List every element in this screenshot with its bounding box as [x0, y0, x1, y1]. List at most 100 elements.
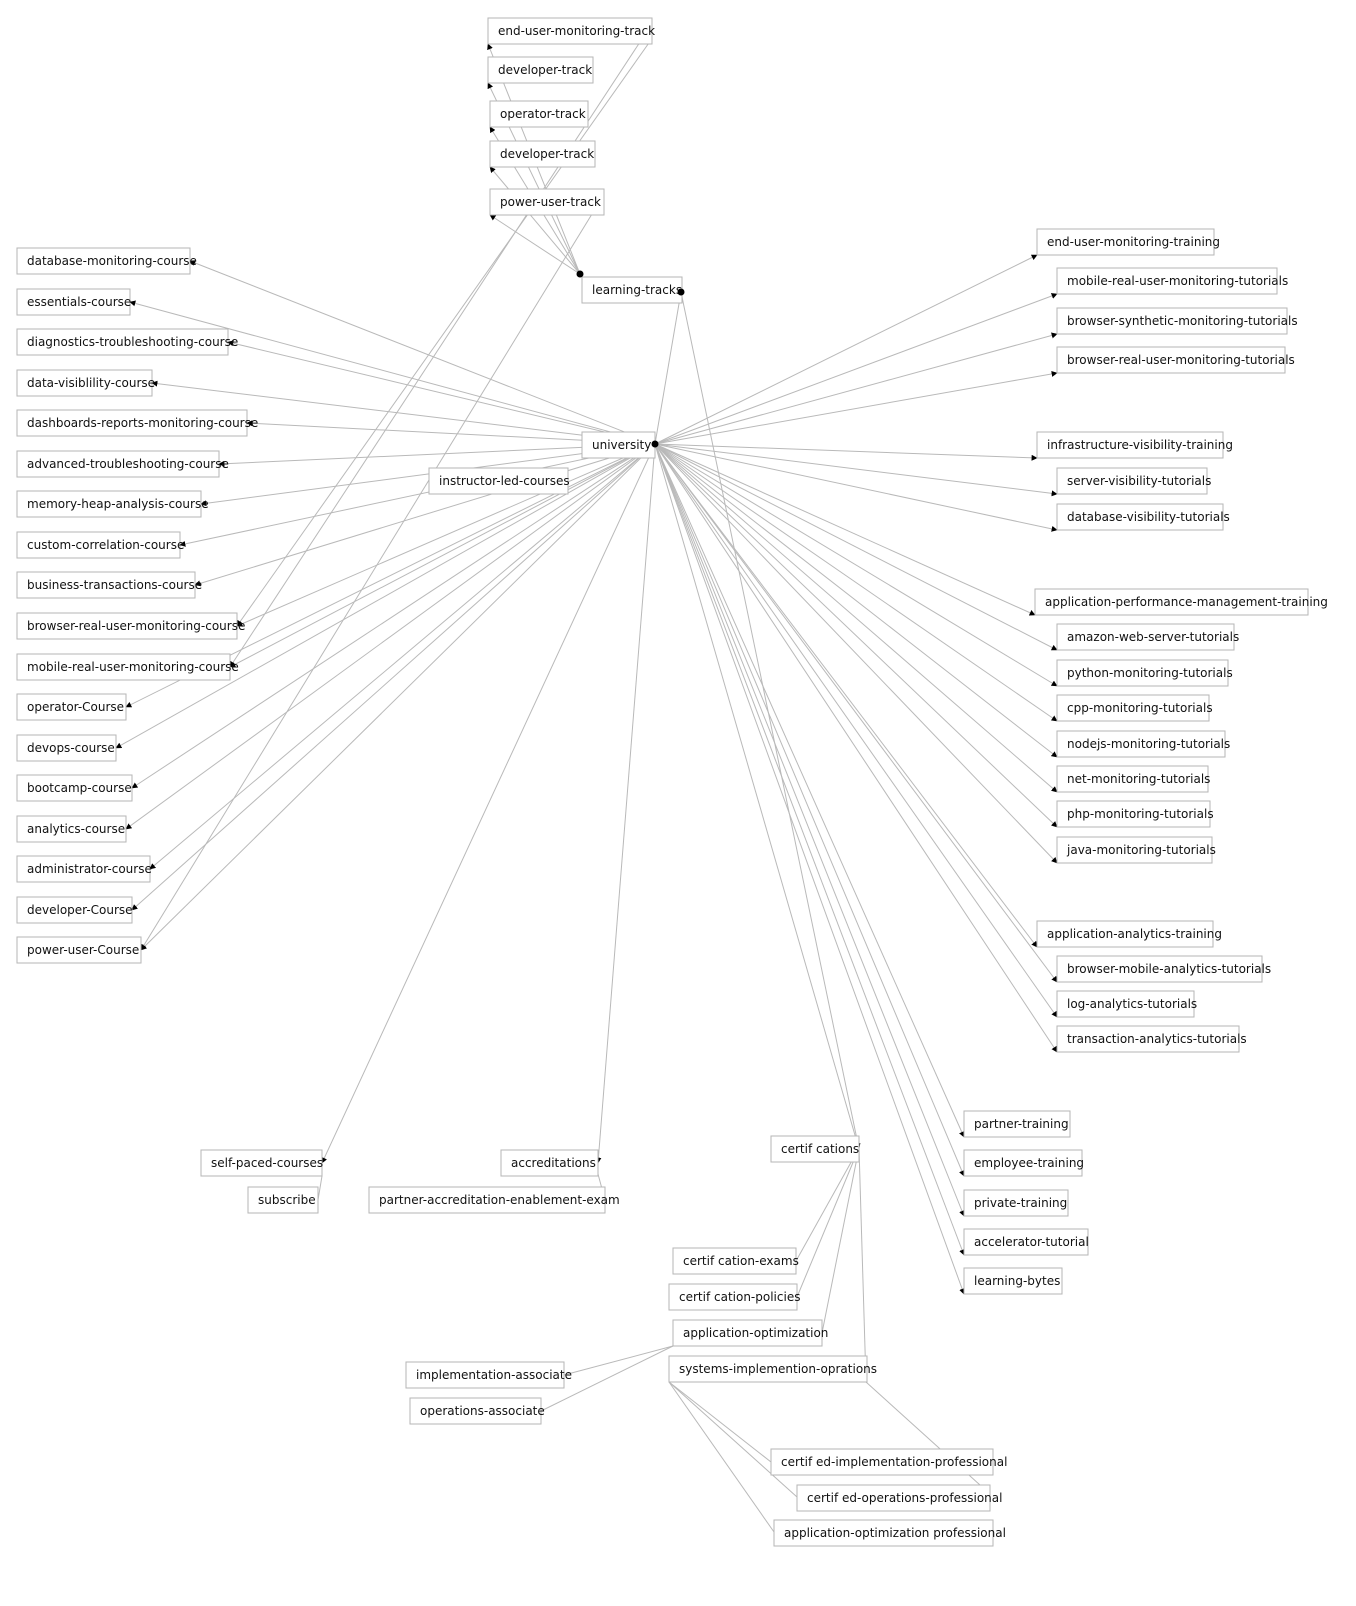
edge-line: [563, 1345, 674, 1376]
node-systems-implemention-oprations[interactable]: systems-implemention-oprations: [668, 1355, 877, 1383]
node-accreditations[interactable]: accreditations: [500, 1149, 599, 1177]
node-cpp-monitoring-tutorials[interactable]: cpp-monitoring-tutorials: [1056, 694, 1213, 722]
node-dashboards-reports-monitoring-course[interactable]: dashboards-reports-monitoring-course: [16, 409, 258, 437]
node-accelerator-tutorial[interactable]: accelerator-tutorial: [963, 1228, 1089, 1256]
node-learning-tracks[interactable]: learning-tracks: [581, 276, 683, 304]
node-mobile-real-user-monitoring-tutorials[interactable]: mobile-real-user-monitoring-tutorials: [1056, 267, 1288, 295]
node-memory-heap-analysis-course[interactable]: memory-heap-analysis-course: [16, 490, 209, 518]
node-developer-track-2[interactable]: developer-track: [489, 140, 596, 168]
node-label: employee-training: [974, 1156, 1084, 1170]
node-label: certif ed-implementation-professional: [781, 1455, 1007, 1469]
node-label: nodejs-monitoring-tutorials: [1067, 737, 1230, 751]
node-business-transactions-course[interactable]: business-transactions-course: [16, 571, 202, 599]
node-box: [1056, 990, 1195, 1018]
node-database-visibility-tutorials[interactable]: database-visibility-tutorials: [1056, 503, 1230, 531]
node-analytics-course[interactable]: analytics-course: [16, 815, 127, 843]
node-amazon-web-server-tutorials[interactable]: amazon-web-server-tutorials: [1056, 623, 1239, 651]
node-devops-course[interactable]: devops-course: [16, 734, 117, 762]
node-partner-training[interactable]: partner-training: [963, 1110, 1071, 1138]
node-end-user-monitoring-track[interactable]: end-user-monitoring-track: [487, 17, 655, 45]
node-log-analytics-tutorials[interactable]: log-analytics-tutorials: [1056, 990, 1197, 1018]
node-administrator-course[interactable]: administrator-course: [16, 855, 152, 883]
node-power-user-track[interactable]: power-user-track: [489, 188, 605, 216]
edge-line: [654, 443, 861, 1150]
node-advanced-troubleshooting-course[interactable]: advanced-troubleshooting-course: [16, 450, 229, 478]
node-browser-real-user-monitoring-tutorials[interactable]: browser-real-user-monitoring-tutorials: [1056, 346, 1295, 374]
node-label: net-monitoring-tutorials: [1067, 772, 1210, 786]
node-operator-course[interactable]: operator-Course: [16, 693, 127, 721]
node-university[interactable]: university: [581, 431, 656, 459]
node-end-user-monitoring-training[interactable]: end-user-monitoring-training: [1036, 228, 1220, 256]
node-server-visibility-tutorials[interactable]: server-visibility-tutorials: [1056, 467, 1211, 495]
node-nodejs-monitoring-tutorials[interactable]: nodejs-monitoring-tutorials: [1056, 730, 1230, 758]
node-box: [16, 612, 238, 640]
node-employee-training[interactable]: employee-training: [963, 1149, 1084, 1177]
node-certif-ed-implementation-professional[interactable]: certif ed-implementation-professional: [770, 1448, 1007, 1476]
learning-tracks-hub-dot: [576, 270, 584, 278]
node-label: developer-track: [500, 147, 594, 161]
node-python-monitoring-tutorials[interactable]: python-monitoring-tutorials: [1056, 659, 1233, 687]
node-mobile-real-user-monitoring-course[interactable]: mobile-real-user-monitoring-course: [16, 653, 239, 681]
node-browser-synthetic-monitoring-tutorials[interactable]: browser-synthetic-monitoring-tutorials: [1056, 307, 1298, 335]
node-certif-cations[interactable]: certif cations: [770, 1135, 860, 1163]
edge-line: [227, 340, 656, 445]
node-essentials-course[interactable]: essentials-course: [16, 288, 131, 316]
node-label: end-user-monitoring-track: [498, 24, 655, 38]
node-application-optimization[interactable]: application-optimization: [672, 1319, 828, 1347]
node-database-monitoring-course[interactable]: database-monitoring-course: [16, 247, 197, 275]
edge-line: [317, 1175, 323, 1201]
node-box: [963, 1110, 1071, 1138]
node-certif-cation-policies[interactable]: certif cation-policies: [668, 1283, 800, 1311]
node-certif-ed-operations-professional[interactable]: certif ed-operations-professional: [796, 1484, 1002, 1512]
node-browser-real-user-monitoring-course[interactable]: browser-real-user-monitoring-course: [16, 612, 245, 640]
node-box: [16, 531, 181, 559]
node-label: custom-correlation-course: [27, 538, 184, 552]
node-box: [1056, 730, 1226, 758]
edge-line: [151, 380, 656, 445]
node-box: [770, 1448, 994, 1476]
node-box: [428, 467, 569, 495]
node-subscribe[interactable]: subscribe: [247, 1186, 319, 1214]
node-bootcamp-course[interactable]: bootcamp-course: [16, 774, 133, 802]
node-box: [1056, 836, 1213, 864]
node-developer-course[interactable]: developer-Course: [16, 896, 133, 924]
node-label: mobile-real-user-monitoring-course: [27, 660, 239, 674]
node-learning-bytes[interactable]: learning-bytes: [963, 1267, 1063, 1295]
learning-tracks-out-dot: [677, 288, 685, 296]
node-private-training[interactable]: private-training: [963, 1189, 1069, 1217]
node-data-visiblility-course[interactable]: data-visiblility-course: [16, 369, 155, 397]
node-php-monitoring-tutorials[interactable]: php-monitoring-tutorials: [1056, 800, 1214, 828]
node-java-monitoring-tutorials[interactable]: java-monitoring-tutorials: [1056, 836, 1216, 864]
node-application-optimization-professional[interactable]: application-optimization professional: [773, 1519, 1006, 1547]
node-net-monitoring-tutorials[interactable]: net-monitoring-tutorials: [1056, 765, 1210, 793]
node-box: [16, 855, 151, 883]
node-custom-correlation-course[interactable]: custom-correlation-course: [16, 531, 184, 559]
edge-line: [668, 1381, 772, 1463]
node-box: [16, 936, 142, 964]
node-box: [500, 1149, 599, 1177]
node-application-performance-management-training[interactable]: application-performance-management-train…: [1034, 588, 1328, 616]
node-operator-track[interactable]: operator-track: [489, 100, 589, 128]
node-box: [770, 1135, 860, 1163]
node-instructor-led-courses[interactable]: instructor-led-courses: [428, 467, 570, 495]
node-developer-track-1[interactable]: developer-track: [487, 56, 594, 84]
edge-line: [668, 1381, 798, 1498]
edge-line: [654, 254, 1038, 445]
node-certif-cation-exams[interactable]: certif cation-exams: [672, 1247, 799, 1275]
node-box: [1056, 1025, 1240, 1053]
node-transaction-analytics-tutorials[interactable]: transaction-analytics-tutorials: [1056, 1025, 1247, 1053]
node-box: [963, 1267, 1063, 1295]
node-partner-accreditation-enablement-exam[interactable]: partner-accreditation-enablement-exam: [368, 1186, 620, 1214]
node-diagnostics-troubleshooting-course[interactable]: diagnostics-troubleshooting-course: [16, 328, 238, 356]
node-application-analytics-training[interactable]: application-analytics-training: [1036, 920, 1222, 948]
node-browser-mobile-analytics-tutorials[interactable]: browser-mobile-analytics-tutorials: [1056, 955, 1271, 983]
hub-dot-layer: [576, 270, 685, 448]
node-infrastructure-visibility-training[interactable]: infrastructure-visibility-training: [1036, 431, 1233, 459]
node-implementation-associate[interactable]: implementation-associate: [405, 1361, 572, 1389]
node-self-paced-courses[interactable]: self-paced-courses: [200, 1149, 323, 1177]
edge-line: [654, 443, 1058, 1018]
node-operations-associate[interactable]: operations-associate: [409, 1397, 545, 1425]
node-label: browser-real-user-monitoring-course: [27, 619, 245, 633]
node-box: [16, 328, 229, 356]
node-power-user-course[interactable]: power-user-Course: [16, 936, 142, 964]
